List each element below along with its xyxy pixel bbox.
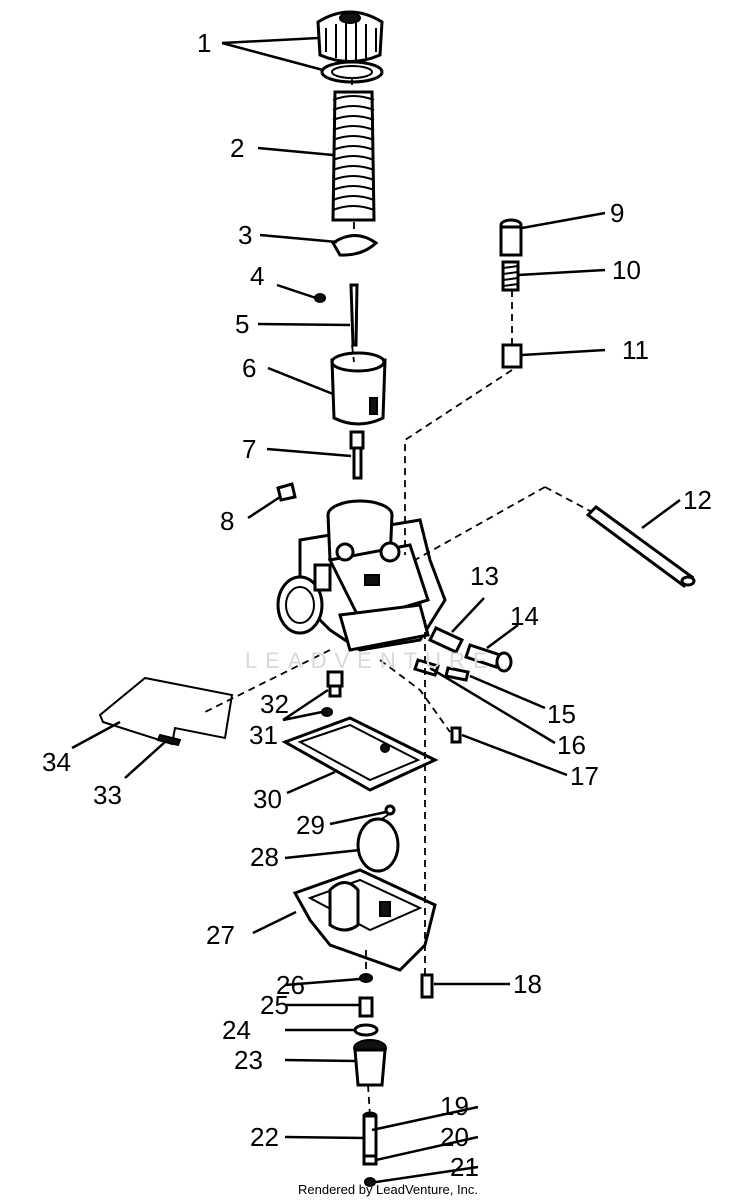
callout-8: 8 [220,506,234,536]
callout-14: 14 [510,601,539,631]
part-23-plug [353,1039,387,1087]
part-9-screw [499,218,523,257]
assembly-lines [204,78,593,1117]
callout-6: 6 [242,353,256,383]
callout-10: 10 [612,255,641,285]
callout-24: 24 [222,1015,251,1045]
callout-20: 20 [440,1122,469,1152]
callout-21: 21 [450,1152,479,1182]
callout-32: 32 [260,689,289,719]
part-24-washer [353,1023,379,1037]
part-25-jet [358,996,374,1018]
part-13-spring [427,626,465,654]
callout-26: 26 [276,970,305,1000]
callout-5: 5 [235,309,249,339]
callout-23: 23 [234,1045,263,1075]
part-32-jet [326,670,344,698]
callout-28: 28 [250,842,279,872]
part-17-screw [450,726,462,744]
part-12-tube [585,505,696,589]
callout-labels: 1 2 3 4 5 6 7 8 9 10 11 12 13 14 15 16 1… [42,28,712,1182]
part-5-jet-needle [349,283,359,347]
callout-12: 12 [683,485,712,515]
callout-29: 29 [296,810,325,840]
part-2-spring [331,90,376,222]
part-21-clip [364,1177,376,1187]
part-29-pin [384,804,396,816]
part-28-float [356,817,400,873]
part-20-oring [362,1154,378,1166]
callout-27: 27 [206,920,235,950]
credit-text: Rendered by LeadVenture, Inc. [298,1182,478,1197]
callout-25: 25 [260,990,289,1020]
callout-31: 31 [249,720,278,750]
part-6-throttle-slide [330,351,387,426]
part-11-nut [501,343,523,369]
part-14-idle-screw [464,643,513,673]
part-16-screw [444,666,470,682]
callout-16: 16 [557,730,586,760]
part-1-cap [316,10,384,84]
callout-33: 33 [93,780,122,810]
carburetor-body [276,499,447,652]
part-3-clip [330,234,379,257]
leader-lines [71,36,681,1184]
callout-2: 2 [230,133,244,163]
part-30-gasket [281,716,439,792]
part-22-tube [362,1111,378,1158]
part-4-e-clip [314,293,326,303]
callout-13: 13 [470,561,499,591]
callout-18: 18 [513,969,542,999]
part-34-bracket [98,676,234,747]
part-18-screw [420,973,434,999]
part-15-spring [413,658,440,677]
callout-19: 19 [440,1091,469,1121]
callout-34: 34 [42,747,71,777]
callout-15: 15 [547,699,576,729]
watermark: LEADVENTURE [245,648,496,673]
part-31-washer [321,707,333,717]
callout-3: 3 [238,220,252,250]
callout-11: 11 [622,335,649,365]
callout-22: 22 [250,1122,279,1152]
callout-30: 30 [253,784,282,814]
part-7-needle-jet [349,430,365,480]
callout-1: 1 [197,28,211,58]
part-27-float-bowl [292,868,437,972]
callout-17: 17 [570,761,599,791]
callout-7: 7 [242,434,256,464]
part-8-plug [276,482,297,502]
callout-9: 9 [610,198,624,228]
callout-4: 4 [250,261,264,291]
part-10-spring [501,260,520,292]
